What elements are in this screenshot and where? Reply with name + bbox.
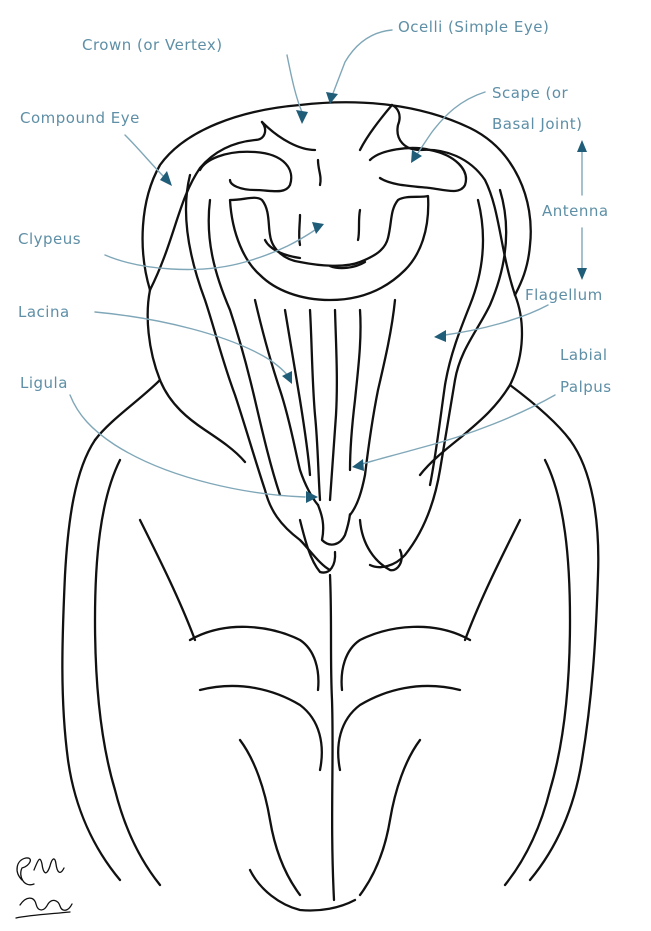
clypeus-line-4 <box>358 210 360 240</box>
label-labial-line2: Palpus <box>560 378 612 396</box>
right-palpus <box>350 310 361 470</box>
left-compound-eye <box>150 122 265 290</box>
artist-signature <box>16 858 72 918</box>
left-collar <box>148 290 245 462</box>
left-leg-inner <box>95 460 160 885</box>
crown-arrowhead <box>296 110 308 124</box>
antenna-down-arrowhead <box>577 268 587 280</box>
right-flagellum <box>370 190 506 567</box>
ligula-leader <box>70 395 305 497</box>
ligula-left <box>310 310 320 500</box>
lacina-arrowhead <box>282 371 292 384</box>
thorax-base <box>250 870 355 911</box>
label-ligula: Ligula <box>20 374 68 392</box>
thorax-right-plate <box>342 627 470 690</box>
signature-underline <box>16 912 70 918</box>
label-compound-eye: Compound Eye <box>20 109 140 127</box>
signature-stroke-3 <box>20 898 72 910</box>
thorax-midline <box>330 575 334 900</box>
signature-stroke-1 <box>17 858 34 885</box>
thorax-left-plate <box>190 627 318 690</box>
median-stroke <box>318 160 321 185</box>
compound-eye-arrowhead <box>160 171 172 186</box>
label-scape-line1: Scape (or <box>492 84 569 102</box>
label-clypeus: Clypeus <box>18 230 81 248</box>
insect-line-art <box>62 102 598 910</box>
left-coxa <box>240 740 300 895</box>
labial-palpus-arrowhead <box>352 459 364 471</box>
left-scape <box>200 152 291 192</box>
label-crown: Crown (or Vertex) <box>82 36 223 54</box>
label-scape-line2: Basal Joint) <box>492 115 582 133</box>
ligula-tip <box>318 505 350 545</box>
thorax-left-lower <box>200 686 322 770</box>
antenna-up-arrowhead <box>577 140 587 152</box>
clypeus-arrowhead <box>312 222 324 234</box>
left-lacina <box>255 300 318 505</box>
signature-stroke-2 <box>34 859 64 873</box>
crown-leader <box>287 55 302 112</box>
clypeus-line-3 <box>299 215 300 245</box>
left-leg-outer <box>62 440 120 880</box>
scape-leader <box>416 92 485 156</box>
right-leg-outer <box>530 440 598 880</box>
labial-palpus-leader <box>362 395 555 464</box>
label-lacina: Lacina <box>18 303 70 321</box>
left-palpus <box>285 310 310 475</box>
ocelli-leader <box>332 30 392 96</box>
left-neck <box>95 380 160 440</box>
left-pleuron <box>140 520 195 640</box>
flagellum-arrowhead <box>434 330 446 342</box>
right-pleuron <box>465 520 520 640</box>
compound-eye-leader <box>125 135 165 178</box>
right-lacina <box>350 300 395 515</box>
right-leg-inner <box>505 460 570 885</box>
label-ocelli: Ocelli (Simple Eye) <box>398 18 549 36</box>
label-labial-line1: Labial <box>560 346 608 364</box>
right-coxa <box>360 740 420 895</box>
label-flagellum: Flagellum <box>525 286 603 304</box>
vertex-left <box>262 122 315 150</box>
vertex-right <box>360 105 392 150</box>
ligula-right <box>330 310 337 500</box>
scape-arrowhead <box>411 150 422 163</box>
thorax-right-lower <box>338 686 460 770</box>
clypeus-outline <box>230 196 428 300</box>
right-compound-eye <box>392 105 515 295</box>
label-antenna: Antenna <box>542 202 609 220</box>
